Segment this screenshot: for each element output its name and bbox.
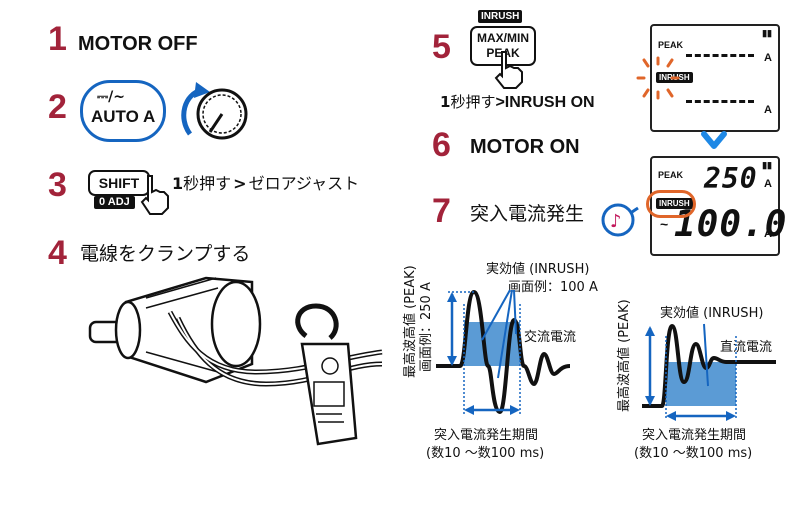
finger-press-icon <box>494 51 523 89</box>
step-1-number: 1 <box>48 20 67 58</box>
lcd-peak-label: PEAK <box>658 170 684 180</box>
dc-rms-label: 実効値 (INRUSH) <box>660 306 764 321</box>
shift-label: SHIFT <box>98 175 140 191</box>
lcd-unit-top: A <box>764 178 772 190</box>
max-min-label: MAX/MIN <box>477 31 529 45</box>
dc-inrush-waveform <box>642 323 776 421</box>
step-4-label: 電線をクランプする <box>80 243 251 265</box>
step-3-press: 秒押す <box>183 174 232 193</box>
ac-inrush-waveform <box>436 289 571 415</box>
ac-graph-ylabel: 最高波高値 (PEAK) <box>403 265 418 378</box>
lcd-display-measurement: ▮▮ PEAK 250 A INRUSH ~ 100.0 A <box>650 156 786 256</box>
ac-type-label: 交流電流 <box>524 330 577 345</box>
lcd-dashes-bottom <box>686 100 754 103</box>
dc-type-label: 直流電流 <box>720 340 773 355</box>
step-5-press: 秒押す <box>450 93 496 111</box>
step-5-text: 1秒押す>INRUSH ON <box>440 92 595 113</box>
step-3-text: 1秒押す>ゼロアジャスト <box>172 174 359 194</box>
lcd-dashes-top <box>686 54 754 57</box>
inrush-highlight-ring <box>646 190 696 218</box>
down-arrow-icon <box>701 131 727 149</box>
rotary-dial-icon <box>181 82 248 140</box>
lcd-unit-bottom: A <box>764 104 772 116</box>
ac-period-label: 突入電流発生期間 <box>434 428 539 443</box>
inrush-key-tag: INRUSH <box>478 10 523 23</box>
lcd-unit-bottom: A <box>764 228 772 240</box>
step-4-number: 4 <box>48 234 67 272</box>
dc-period-label: 突入電流発生期間 <box>642 428 747 443</box>
step-6-label: MOTOR ON <box>470 136 580 158</box>
step-1-label: MOTOR OFF <box>78 33 198 55</box>
step-5-number: 5 <box>432 28 451 66</box>
ac-rms-example: 画面例：100 A <box>508 280 598 295</box>
lcd-peak-value: 250 <box>704 162 758 195</box>
step-3-arrow: > <box>233 174 247 193</box>
battery-icon: ▮▮ <box>762 28 772 38</box>
motor-clamp-illustration <box>88 276 383 446</box>
battery-icon: ▮▮ <box>762 160 772 170</box>
step-7-number: 7 <box>432 192 451 230</box>
step-3-zero-adjust: ゼロアジャスト <box>248 174 360 193</box>
lcd-inrush-indicator: INRUSH <box>656 198 693 209</box>
finger-press-icon <box>140 175 169 215</box>
auto-a-button[interactable]: ⎓/~ AUTO A <box>80 80 166 142</box>
step-5-seconds: 1 <box>440 93 451 111</box>
blink-indicator-icon <box>636 56 680 100</box>
step-3-seconds: 1 <box>172 174 184 193</box>
step-5-inrush-on: >INRUSH ON <box>495 94 595 111</box>
ac-rms-label: 実効値 (INRUSH) <box>486 262 590 277</box>
step-6-number: 6 <box>432 126 451 164</box>
dc-period-range: (数10 ～数100 ms) <box>634 446 753 461</box>
zero-adj-label: 0 ADJ <box>94 196 135 209</box>
shift-button[interactable]: SHIFT <box>88 170 150 196</box>
dc-ac-icon: ⎓/~ <box>97 89 126 105</box>
auto-a-label: AUTO A <box>91 107 156 126</box>
lcd-unit-top: A <box>764 52 772 64</box>
beep-sound-icon: ♪ <box>601 203 639 237</box>
lcd-ac-symbol: ~ <box>660 216 669 232</box>
dc-graph-ylabel: 最高波高値 (PEAK) <box>617 299 632 412</box>
step-3-number: 3 <box>48 166 67 204</box>
lcd-peak-label: PEAK <box>658 40 684 50</box>
step-7-label: 突入電流発生 <box>470 203 585 225</box>
ac-period-range: (数10 ～数100 ms) <box>426 446 545 461</box>
step-2-number: 2 <box>48 88 67 126</box>
svg-text:♪: ♪ <box>610 211 622 232</box>
